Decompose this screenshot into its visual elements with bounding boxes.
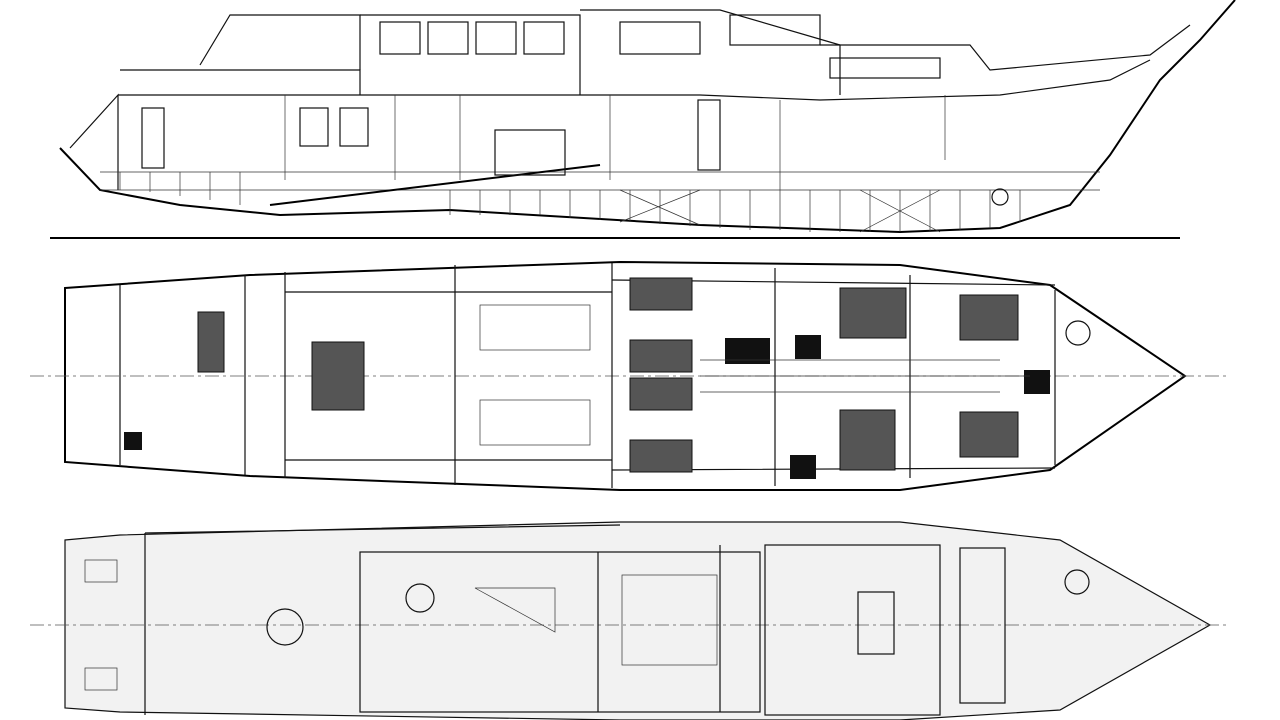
bulkheads: [119, 263, 1056, 488]
bow-hatch: [1064, 569, 1090, 595]
stern-line: [69, 93, 119, 190]
propeller-shaft: [269, 164, 601, 206]
aft-table: [266, 608, 304, 646]
anchor-locker: [1065, 320, 1091, 346]
forward-bench: [959, 547, 1006, 704]
saloon-roof: [199, 14, 361, 70]
engines-lower: [479, 304, 1030, 446]
main-deck-plan: [30, 521, 1230, 720]
saloon-table: [405, 583, 435, 613]
upper-saloon: [360, 14, 581, 95]
profile-view: [50, 0, 1236, 239]
interior-bulkheads: [597, 545, 721, 712]
lower-deck-plan: [30, 260, 1230, 491]
engine: [494, 129, 566, 176]
saloon-house: [359, 551, 761, 713]
galley: [621, 574, 718, 666]
superstructure-aft: [120, 69, 361, 95]
main-deck-outline: [64, 521, 1212, 720]
dining-area: [764, 544, 941, 716]
main-deck-line: [118, 59, 1151, 101]
dining-table: [857, 591, 895, 655]
aft-deck-edge: [144, 524, 621, 715]
foredeck-bulwark: [820, 24, 1191, 71]
beds: [124, 277, 1050, 479]
frame-grid: [100, 95, 1100, 233]
sofa: [474, 587, 556, 633]
hull-profile: [59, 0, 1236, 234]
window-row: [141, 14, 941, 171]
lower-deck-outline: [64, 260, 1187, 491]
wheelhouse: [580, 9, 841, 95]
bow-thruster: [991, 188, 1009, 206]
stern-steps: [84, 559, 118, 691]
